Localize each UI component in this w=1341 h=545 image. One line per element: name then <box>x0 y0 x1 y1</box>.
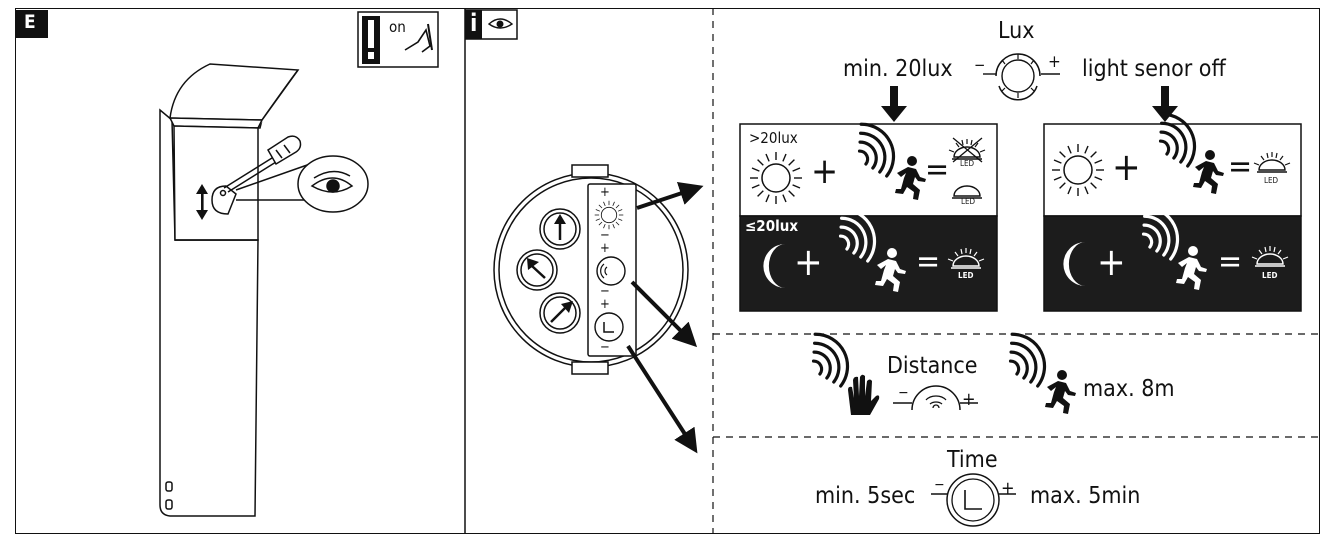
time-min-label: min. 5sec <box>815 483 916 509</box>
dial-controls <box>594 200 626 342</box>
led-label-3: LED <box>958 271 974 280</box>
dial-lux-minus: − <box>600 228 610 243</box>
distance-dial-plus: + <box>962 389 976 410</box>
sensor-dial <box>493 164 689 375</box>
led-label-2: LED <box>961 197 976 206</box>
time-title: Time <box>947 447 998 473</box>
sensor-head <box>211 185 237 215</box>
section-badge: E <box>24 11 36 33</box>
lux-off-box <box>1043 108 1302 312</box>
dial-arrows <box>527 214 573 323</box>
hand-icon <box>848 374 880 415</box>
lux-dial <box>983 53 1060 101</box>
eq-plus-3: + <box>1112 145 1141 189</box>
time-dial-minus: − <box>934 477 945 493</box>
eq-equals-4: = <box>1218 242 1243 280</box>
distance-dial-minus: − <box>898 385 909 401</box>
led-label-5: LED <box>1262 271 1278 280</box>
lux-title: Lux <box>998 18 1035 44</box>
eq-plus-4: + <box>1097 240 1126 284</box>
eq-equals-1: = <box>925 150 950 188</box>
distance-row <box>797 328 1076 415</box>
eye-magnifier <box>235 155 369 213</box>
led-label-4: LED <box>1264 176 1279 185</box>
info-letter: i <box>470 9 478 37</box>
lux-off-label: light senor off <box>1082 56 1226 82</box>
dial-lux-plus: + <box>600 185 610 200</box>
switch-on-label: on <box>389 18 406 36</box>
screwdriver-icon <box>223 135 302 193</box>
distance-title: Distance <box>887 353 978 379</box>
eq-equals-2: = <box>916 242 941 280</box>
lux-dial-plus: + <box>1048 52 1061 72</box>
bollard-light <box>159 63 300 517</box>
distance-max-label: max. 8m <box>1083 376 1175 402</box>
on-switch-icon <box>357 11 439 68</box>
lux-dial-minus: − <box>974 56 986 74</box>
dial-time-minus: − <box>600 340 610 355</box>
eq-plus-1: + <box>811 151 839 192</box>
lux-min-box <box>739 118 998 312</box>
section-badge-box <box>15 10 48 38</box>
instruction-frame <box>15 8 1320 534</box>
time-max-label: max. 5min <box>1030 483 1141 509</box>
lux-min-label: min. 20lux <box>843 56 953 82</box>
bright-threshold-label: >20lux <box>749 129 798 147</box>
eq-plus-2: + <box>794 240 823 284</box>
info-eye-icon <box>465 9 518 40</box>
dark-threshold-label: ≤20lux <box>745 217 799 235</box>
dial-distance-minus: − <box>600 284 610 299</box>
time-row <box>931 473 1016 527</box>
time-dial-plus: + <box>1001 478 1015 499</box>
eq-equals-3: = <box>1228 147 1253 185</box>
pointer-arrows <box>626 182 704 454</box>
led-label-1: LED <box>960 159 975 168</box>
adjust-arrow-icon <box>196 184 208 220</box>
dial-distance-plus: + <box>600 241 610 256</box>
dial-time-plus: + <box>600 297 610 312</box>
